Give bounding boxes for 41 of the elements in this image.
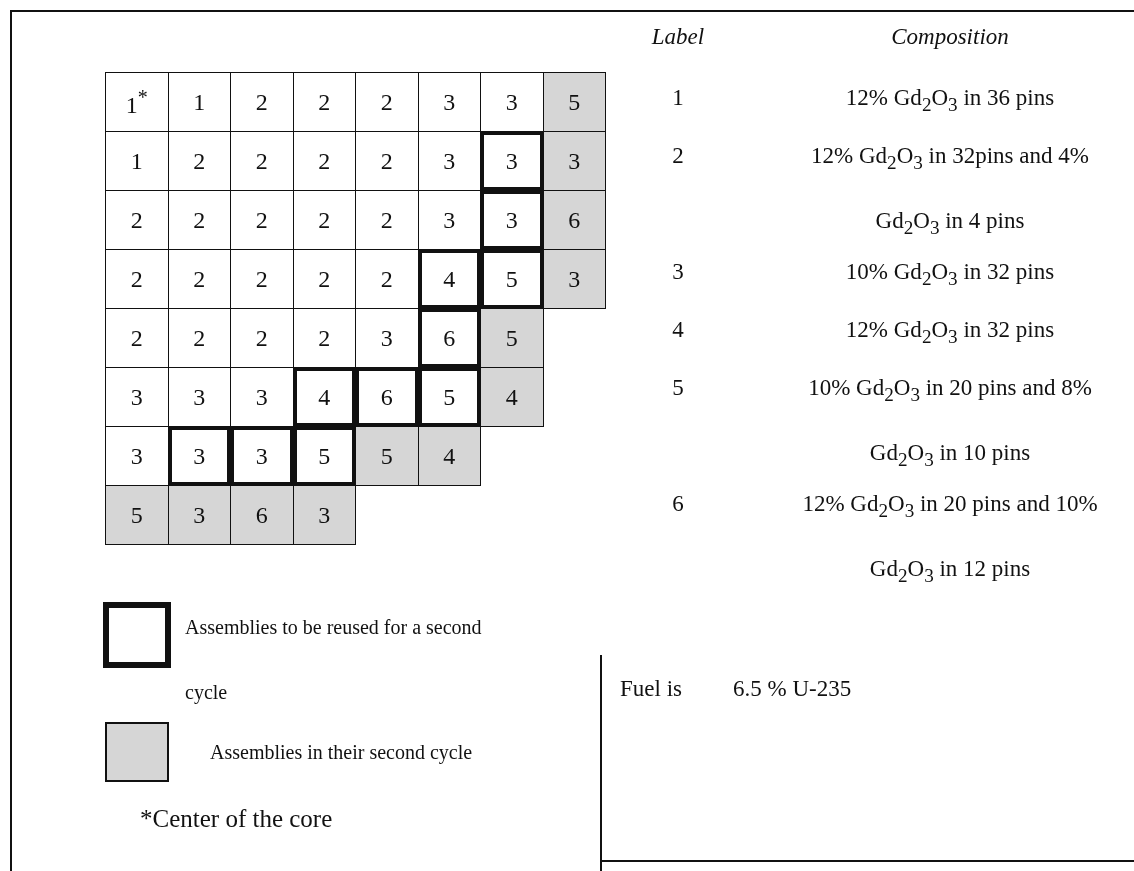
reused-assembly-cell: 4: [292, 367, 356, 427]
second-cycle-assembly-cell: 6: [542, 190, 606, 250]
enrichment-value: 6.5 % U-235: [733, 675, 853, 703]
second-cycle-assembly-cell: 3: [542, 131, 606, 191]
assembly-cell: 1$^{*}$: [105, 72, 169, 132]
second-cycle-assembly-cell: 5: [355, 426, 419, 486]
footnote: *Center of the core: [140, 804, 334, 834]
column-header: Composition: [890, 23, 1010, 51]
label-number: 5: [671, 374, 685, 402]
reused-assembly-cell: 5: [292, 426, 356, 486]
reused-assembly-cell: 3: [480, 131, 544, 191]
label-number: 2: [671, 142, 685, 170]
composition-text: 12% Gd$_{2}$O$_{3}$ in 32 pins: [844, 316, 1056, 349]
second-cycle-assembly-cell: 3: [292, 485, 356, 545]
reused-assembly-cell: 6: [355, 367, 419, 427]
second-cycle-assembly-cell: 3: [167, 485, 231, 545]
composition-text: 10% Gd$_{2}$O$_{3}$ in 32 pins: [844, 258, 1056, 291]
composition-text: 12% Gd$_{2}$O$_{3}$ in 20 pins and 10% Gd$_{2}$O$_{3}$ in 12 pins: [801, 490, 1099, 588]
second-cycle-assembly-cell: 5: [542, 72, 606, 132]
column-header: Label: [650, 23, 706, 51]
legend-text: Assemblies to be reused for a second cycle: [185, 615, 483, 706]
reused-assembly-cell: 5: [417, 367, 481, 427]
second-cycle-assembly-cell: 6: [230, 485, 294, 545]
second-cycle-assembly-cell: 4: [480, 367, 544, 427]
second-cycle-assembly-cell: 5: [105, 485, 169, 545]
label-number: 3: [671, 258, 685, 286]
reused-assembly-cell: 3: [167, 426, 231, 486]
second-cycle-assembly-cell: 4: [417, 426, 481, 486]
reused-assembly-cell: 5: [480, 249, 544, 309]
reused-assembly-cell: 3: [230, 426, 294, 486]
legend-text: Assemblies in their second cycle: [210, 740, 474, 766]
label-number: 1: [671, 84, 685, 112]
second-cycle-assembly-cell: 5: [480, 308, 544, 368]
second-cycle-assembly-cell: 3: [542, 249, 606, 309]
label-number: 6: [671, 490, 685, 518]
fuel-label: Fuel is: [620, 675, 683, 703]
composition-text: 12% Gd$_{2}$O$_{3}$ in 36 pins: [844, 84, 1056, 117]
reused-assembly-cell: 6: [417, 308, 481, 368]
label-number: 4: [671, 316, 685, 344]
reused-assembly-cell: 3: [480, 190, 544, 250]
reused-assembly-cell: 4: [417, 249, 481, 309]
